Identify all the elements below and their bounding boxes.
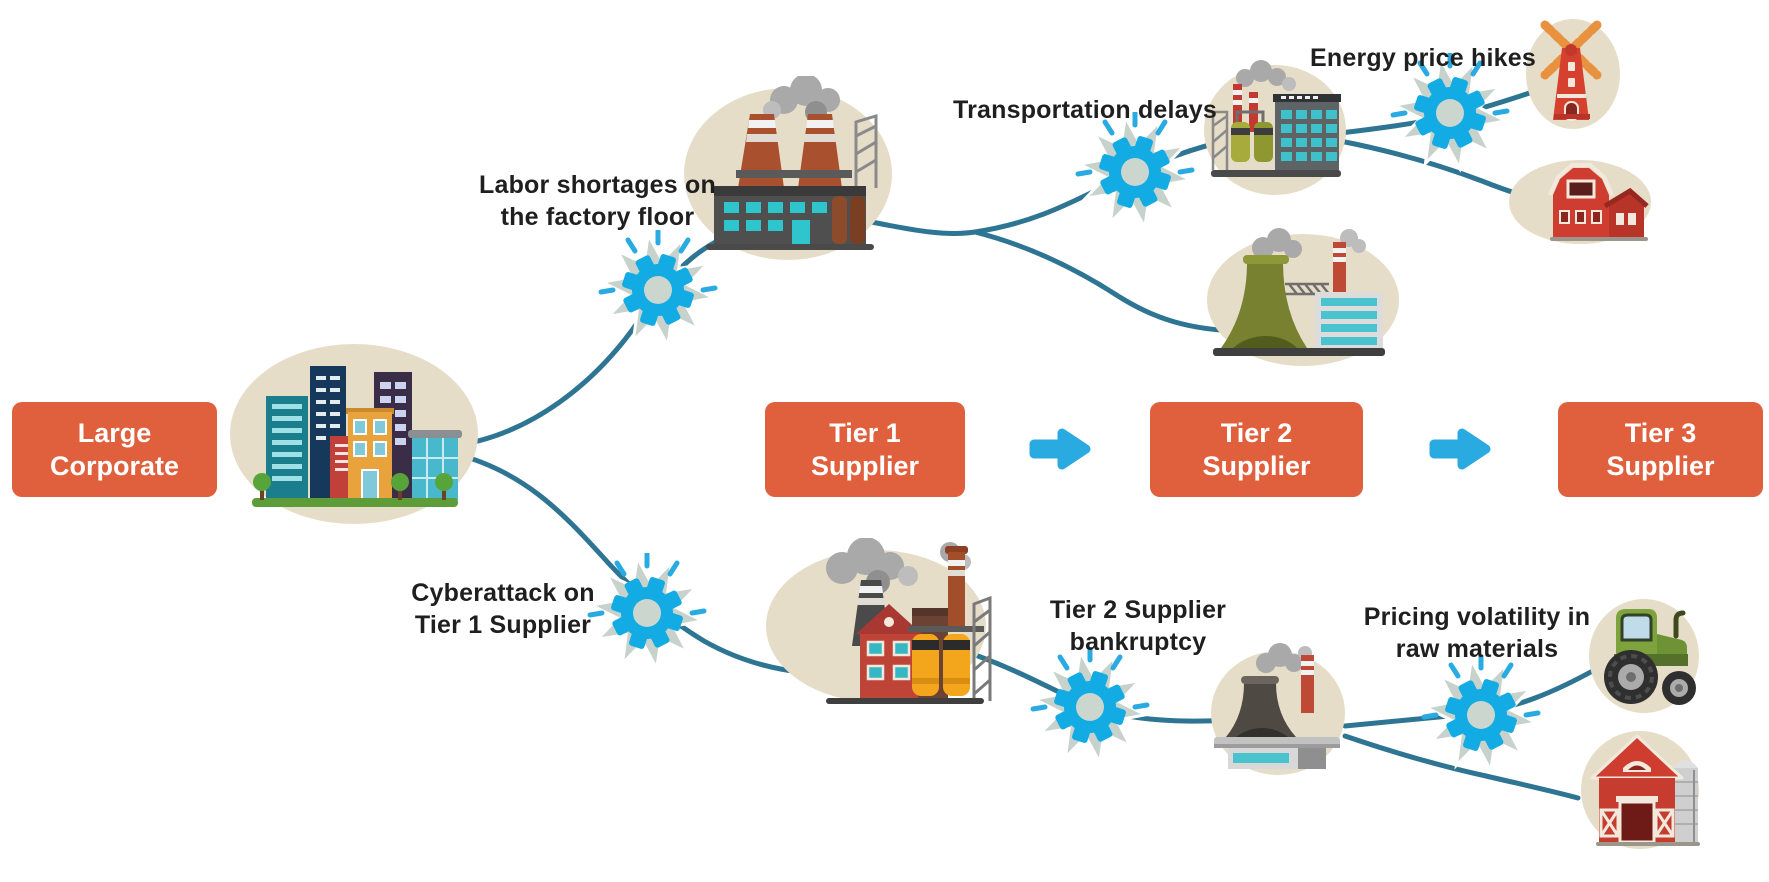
arrow-right-icon	[1024, 421, 1096, 477]
label-pricing-volatility: Pricing volatility in raw materials	[1363, 603, 1591, 663]
tier2-top-factory-illustration	[1203, 60, 1351, 198]
barn-with-silo-illustration	[1578, 726, 1710, 853]
arrow-right-icon	[1424, 421, 1496, 477]
burst-icon-transportation-delays	[1075, 112, 1195, 232]
tier2-cooling-tower-factory-illustration	[1203, 226, 1401, 368]
label-labor-shortages: Labor shortages on the factory floor	[479, 171, 716, 231]
tier2-bottom-factory-illustration	[1208, 643, 1350, 775]
burst-icon-tier2-bankruptcy	[1030, 647, 1150, 767]
label-energy-price-hikes: Energy price hikes	[1310, 44, 1536, 72]
label-tier2-bankruptcy: Tier 2 Supplier bankruptcy	[1049, 596, 1227, 656]
city-buildings-illustration	[226, 340, 484, 528]
label-cyberattack: Cyberattack on Tier 1 Supplier	[411, 579, 595, 639]
node-tier1-supplier: Tier 1 Supplier	[765, 402, 965, 497]
burst-icon-cyberattack	[587, 553, 707, 673]
burst-icon-labor-shortages	[598, 230, 718, 350]
tractor-illustration	[1586, 596, 1703, 718]
node-tier2-supplier: Tier 2 Supplier	[1150, 402, 1363, 497]
node-large-corporate: Large Corporate	[12, 402, 217, 497]
tier1-top-factory-illustration	[680, 76, 898, 264]
tier1-bottom-factory-illustration	[762, 538, 996, 706]
node-tier3-supplier: Tier 3 Supplier	[1558, 402, 1763, 497]
edge-tier2c-to-barn2	[1342, 733, 1581, 801]
windmill-illustration	[1521, 14, 1623, 131]
edge-tier1top-to-tier2b	[972, 229, 1243, 334]
dutch-barn-illustration	[1506, 155, 1653, 245]
label-transportation-delays: Transportation delays	[953, 96, 1217, 124]
burst-icon-energy-price-hikes	[1390, 53, 1510, 173]
burst-icon-pricing-volatility	[1421, 655, 1541, 775]
